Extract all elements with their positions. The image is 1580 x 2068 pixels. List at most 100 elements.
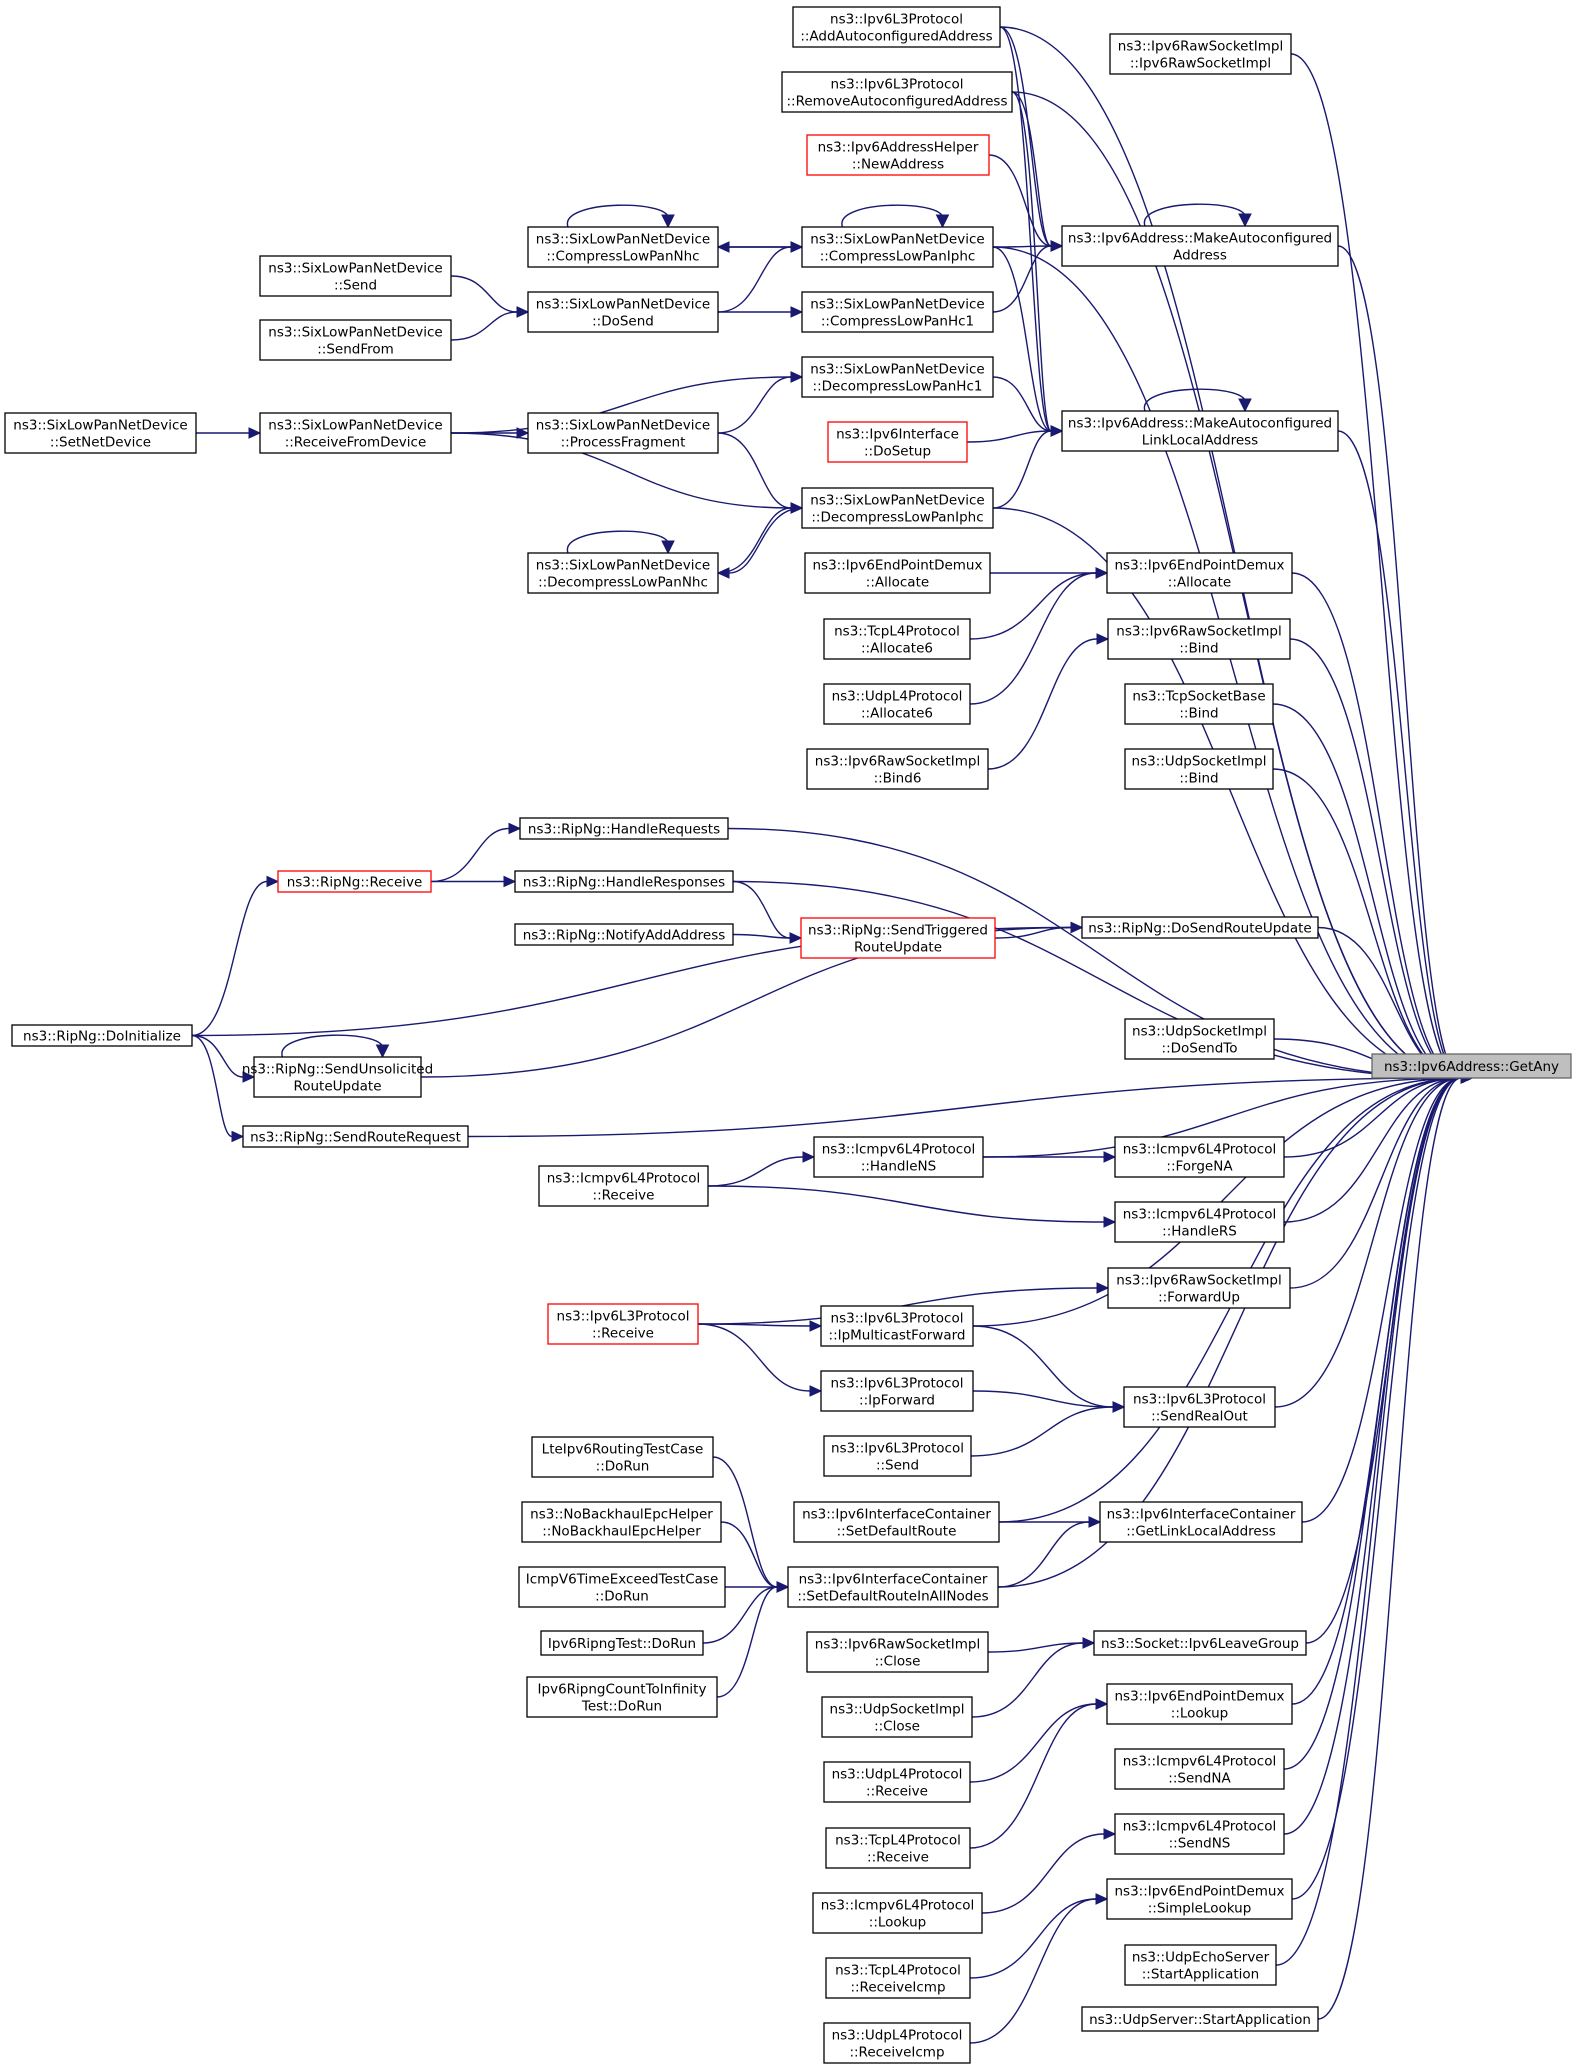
graph-node[interactable]: LteIpv6RoutingTestCase::DoRun	[531, 1436, 714, 1478]
graph-node[interactable]: ns3::SixLowPanNetDevice::CompressLowPanH…	[801, 291, 994, 333]
graph-node[interactable]: ns3::UdpServer::StartApplication	[1081, 2006, 1319, 2032]
node-label: ::SendNS	[1169, 1836, 1231, 1852]
graph-node[interactable]: ns3::SixLowPanNetDevice::Send	[259, 255, 452, 297]
graph-node[interactable]: ns3::SixLowPanNetDevice::SetNetDevice	[4, 412, 197, 454]
graph-node[interactable]: ns3::Socket::Ipv6LeaveGroup	[1093, 1630, 1307, 1656]
graph-node[interactable]: ns3::SixLowPanNetDevice::SendFrom	[259, 319, 452, 361]
graph-node[interactable]: ns3::Ipv6L3Protocol::Send	[823, 1435, 972, 1477]
graph-node[interactable]: ns3::Ipv6L3Protocol::IpMulticastForward	[820, 1305, 974, 1347]
edge	[431, 875, 517, 888]
node-box	[823, 1761, 971, 1803]
graph-node[interactable]: ns3::Ipv6EndPointDemux::Allocate	[804, 552, 991, 594]
node-label: ns3::SixLowPanNetDevice	[810, 297, 984, 313]
graph-node[interactable]: ns3::Ipv6AddressHelper::NewAddress	[806, 134, 990, 176]
node-label: Ipv6RipngCountToInfinity	[538, 1682, 707, 1698]
graph-node[interactable]: ns3::Ipv6InterfaceContainer::GetLinkLoca…	[1099, 1501, 1303, 1543]
node-label: ::HandleRS	[1162, 1224, 1237, 1240]
graph-node[interactable]: ns3::Ipv6EndPointDemux::Lookup	[1106, 1683, 1293, 1725]
graph-node[interactable]: ns3::NoBackhaulEpcHelper::NoBackhaulEpcH…	[521, 1501, 722, 1543]
node-box	[827, 421, 968, 463]
graph-node[interactable]: ns3::UdpL4Protocol::Receive	[823, 1761, 971, 1803]
graph-node[interactable]: ns3::TcpL4Protocol::ReceiveIcmp	[825, 1957, 971, 1999]
node-label: ::IpForward	[859, 1393, 935, 1409]
graph-node[interactable]: ns3::UdpSocketImpl::DoSendTo	[1124, 1018, 1275, 1060]
node-label: ns3::Icmpv6L4Protocol	[822, 1142, 976, 1158]
node-box	[527, 291, 719, 333]
graph-node[interactable]: ns3::SixLowPanNetDevice::DoSend	[527, 291, 719, 333]
graph-node[interactable]: ns3::Ipv6InterfaceContainer::SetDefaultR…	[787, 1566, 999, 1608]
node-label: ::Receive	[867, 1850, 929, 1866]
node-label: ns3::RipNg::SendRouteRequest	[250, 1130, 461, 1146]
graph-node[interactable]: ns3::SixLowPanNetDevice::CompressLowPanI…	[801, 226, 994, 268]
graph-node[interactable]: ns3::UdpSocketImpl::Bind	[1124, 748, 1274, 790]
node-label: ns3::Icmpv6L4Protocol	[547, 1171, 701, 1187]
graph-node[interactable]: ns3::Icmpv6L4Protocol::ForgeNA	[1114, 1136, 1285, 1178]
node-box	[821, 1696, 973, 1738]
graph-node[interactable]: ns3::Ipv6L3Protocol::SendRealOut	[1123, 1386, 1276, 1428]
node-label: ::Bind	[1179, 641, 1218, 657]
graph-node[interactable]: ns3::Ipv6EndPointDemux::SimpleLookup	[1106, 1878, 1293, 1920]
graph-node[interactable]: ns3::Ipv6L3Protocol::AddAutoconfiguredAd…	[792, 6, 1001, 48]
graph-node[interactable]: ns3::RipNg::HandleRequests	[519, 817, 729, 840]
graph-node[interactable]: ns3::SixLowPanNetDevice::CompressLowPanN…	[527, 226, 719, 268]
graph-node[interactable]: ns3::RipNg::HandleResponses	[514, 870, 734, 893]
edge	[567, 204, 675, 229]
graph-node[interactable]: ns3::Ipv6RawSocketImpl::Ipv6RawSocketImp…	[1109, 33, 1292, 75]
graph-node[interactable]: ns3::Icmpv6L4Protocol::Lookup	[812, 1892, 983, 1934]
graph-node[interactable]: ns3::UdpL4Protocol::ReceiveIcmp	[823, 2022, 971, 2064]
graph-node[interactable]: ns3::Ipv6L3Protocol::IpForward	[820, 1370, 974, 1412]
graph-node[interactable]: IcmpV6TimeExceedTestCase::DoRun	[518, 1566, 726, 1608]
node-label: ns3::Icmpv6L4Protocol	[1123, 1207, 1277, 1223]
node-label: ns3::SixLowPanNetDevice	[810, 362, 984, 378]
graph-node[interactable]: ns3::Ipv6EndPointDemux::Allocate	[1106, 552, 1293, 594]
graph-node[interactable]: ns3::Ipv6InterfaceContainer::SetDefaultR…	[793, 1501, 1000, 1543]
graph-node[interactable]: ns3::Ipv6RawSocketImpl::Bind	[1107, 618, 1291, 660]
graph-node[interactable]: ns3::Ipv6Address::MakeAutoconfiguredAddr…	[1061, 225, 1339, 267]
edge	[841, 204, 950, 229]
graph-node[interactable]: ns3::Icmpv6L4Protocol::SendNA	[1114, 1748, 1285, 1790]
graph-node[interactable]: ns3::SixLowPanNetDevice::DecompressLowPa…	[801, 356, 994, 398]
graph-node[interactable]: ns3::Ipv6RawSocketImpl::Close	[806, 1631, 989, 1673]
graph-node[interactable]: ns3::RipNg::NotifyAddAddress	[514, 923, 734, 946]
graph-node[interactable]: ns3::RipNg::Receive	[277, 870, 432, 893]
graph-node[interactable]: ns3::Icmpv6L4Protocol::SendNS	[1114, 1813, 1285, 1855]
graph-node[interactable]: ns3::Ipv6L3Protocol::RemoveAutoconfigure…	[781, 71, 1013, 113]
node-label: Ipv6RipngTest::DoRun	[548, 1636, 696, 1652]
graph-node[interactable]: ns3::Ipv6L3Protocol::Receive	[547, 1303, 699, 1345]
edge	[1317, 1072, 1474, 2020]
graph-node[interactable]: ns3::Ipv6Address::MakeAutoconfiguredLink…	[1061, 410, 1339, 452]
node-label: ns3::SixLowPanNetDevice	[268, 325, 442, 341]
node-label: ns3::Icmpv6L4Protocol	[1123, 1819, 1277, 1835]
graph-node[interactable]: ns3::SixLowPanNetDevice::ReceiveFromDevi…	[259, 412, 452, 454]
node-box	[1099, 1501, 1303, 1543]
graph-node[interactable]: ns3::UdpEchoServer::StartApplication	[1124, 1944, 1277, 1986]
graph-node[interactable]: ns3::TcpL4Protocol::Allocate6	[823, 618, 971, 660]
graph-node[interactable]: ns3::UdpL4Protocol::Allocate6	[823, 683, 971, 725]
node-label: ns3::Ipv6EndPointDemux	[1115, 1884, 1285, 1900]
graph-node[interactable]: Ipv6RipngTest::DoRun	[540, 1630, 704, 1656]
node-label: ns3::Ipv6InterfaceContainer	[799, 1572, 988, 1588]
graph-node[interactable]: ns3::Icmpv6L4Protocol::HandleRS	[1114, 1201, 1285, 1243]
graph-node[interactable]: ns3::SixLowPanNetDevice::ProcessFragment	[527, 412, 719, 454]
node-label: ns3::Icmpv6L4Protocol	[1123, 1754, 1277, 1770]
graph-node[interactable]: ns3::TcpSocketBase::Bind	[1124, 683, 1274, 725]
graph-node[interactable]: ns3::Ipv6Interface::DoSetup	[827, 421, 968, 463]
graph-node[interactable]: ns3::RipNg::DoInitialize	[11, 1024, 193, 1047]
graph-node[interactable]: ns3::Ipv6RawSocketImpl::Bind6	[806, 748, 989, 790]
graph-node[interactable]: ns3::Icmpv6L4Protocol::Receive	[538, 1165, 709, 1207]
edge	[997, 1516, 1102, 1588]
graph-node[interactable]: ns3::TcpL4Protocol::Receive	[825, 1827, 971, 1869]
graph-node[interactable]: ns3::UdpSocketImpl::Close	[821, 1696, 973, 1738]
graph-node[interactable]: ns3::RipNg::DoSendRouteUpdate	[1081, 916, 1319, 939]
graph-node[interactable]: ns3::SixLowPanNetDevice::DecompressLowPa…	[527, 552, 719, 594]
graph-node[interactable]: ns3::RipNg::SendRouteRequest	[242, 1125, 469, 1148]
graph-node[interactable]: ns3::SixLowPanNetDevice::DecompressLowPa…	[801, 487, 994, 529]
graph-node[interactable]: ns3::Ipv6Address::GetAny	[1371, 1053, 1572, 1079]
graph-node[interactable]: ns3::Ipv6RawSocketImpl::ForwardUp	[1107, 1267, 1291, 1309]
edge	[1291, 572, 1474, 1084]
graph-node[interactable]: ns3::Icmpv6L4Protocol::HandleNS	[813, 1136, 984, 1178]
node-box	[253, 1056, 422, 1098]
